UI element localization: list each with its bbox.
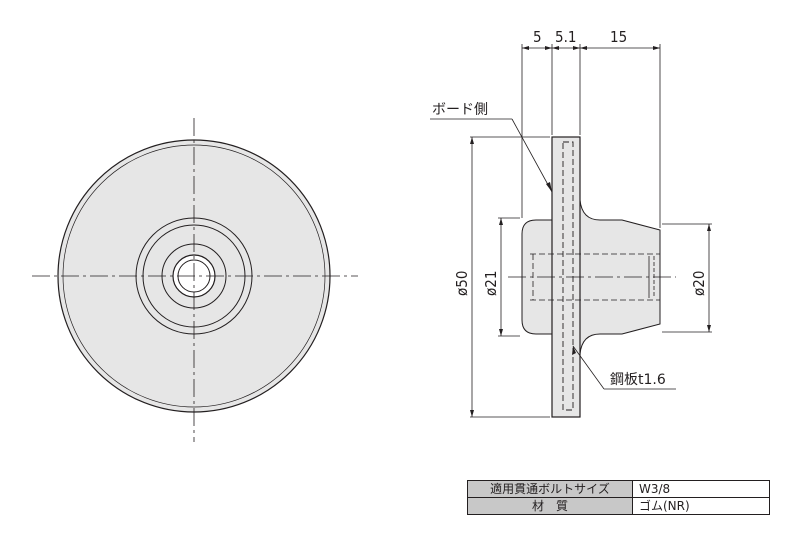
spec-table: 適用貫通ボルトサイズ W3/8 材 質 ゴム(NR)	[467, 480, 770, 515]
bolt-size-value: W3/8	[632, 480, 770, 498]
dimension-lines	[430, 44, 712, 418]
dim-flange-diameter: ø50	[453, 271, 471, 296]
dim-boss-length: 15	[610, 28, 627, 46]
steel-plate	[562, 141, 574, 411]
material-value: ゴム(NR)	[632, 497, 770, 515]
dim-tip-diameter: ø20	[690, 271, 708, 296]
dim-board-thickness: 5	[533, 28, 542, 46]
arrowheads	[470, 46, 711, 417]
side-view	[508, 136, 676, 418]
spec-row-bolt: 適用貫通ボルトサイズ W3/8	[467, 480, 770, 498]
spec-row-material: 材 質 ゴム(NR)	[467, 497, 770, 515]
material-header: 材 質	[467, 497, 633, 515]
bolt-size-header: 適用貫通ボルトサイズ	[467, 480, 633, 498]
callout-board-side: ボード側	[432, 102, 488, 118]
front-view	[32, 118, 358, 442]
dim-plate-thickness: 5.1	[555, 28, 576, 46]
callout-steel-plate: 鋼板t1.6	[610, 372, 666, 388]
dim-body-diameter: ø21	[482, 271, 500, 296]
